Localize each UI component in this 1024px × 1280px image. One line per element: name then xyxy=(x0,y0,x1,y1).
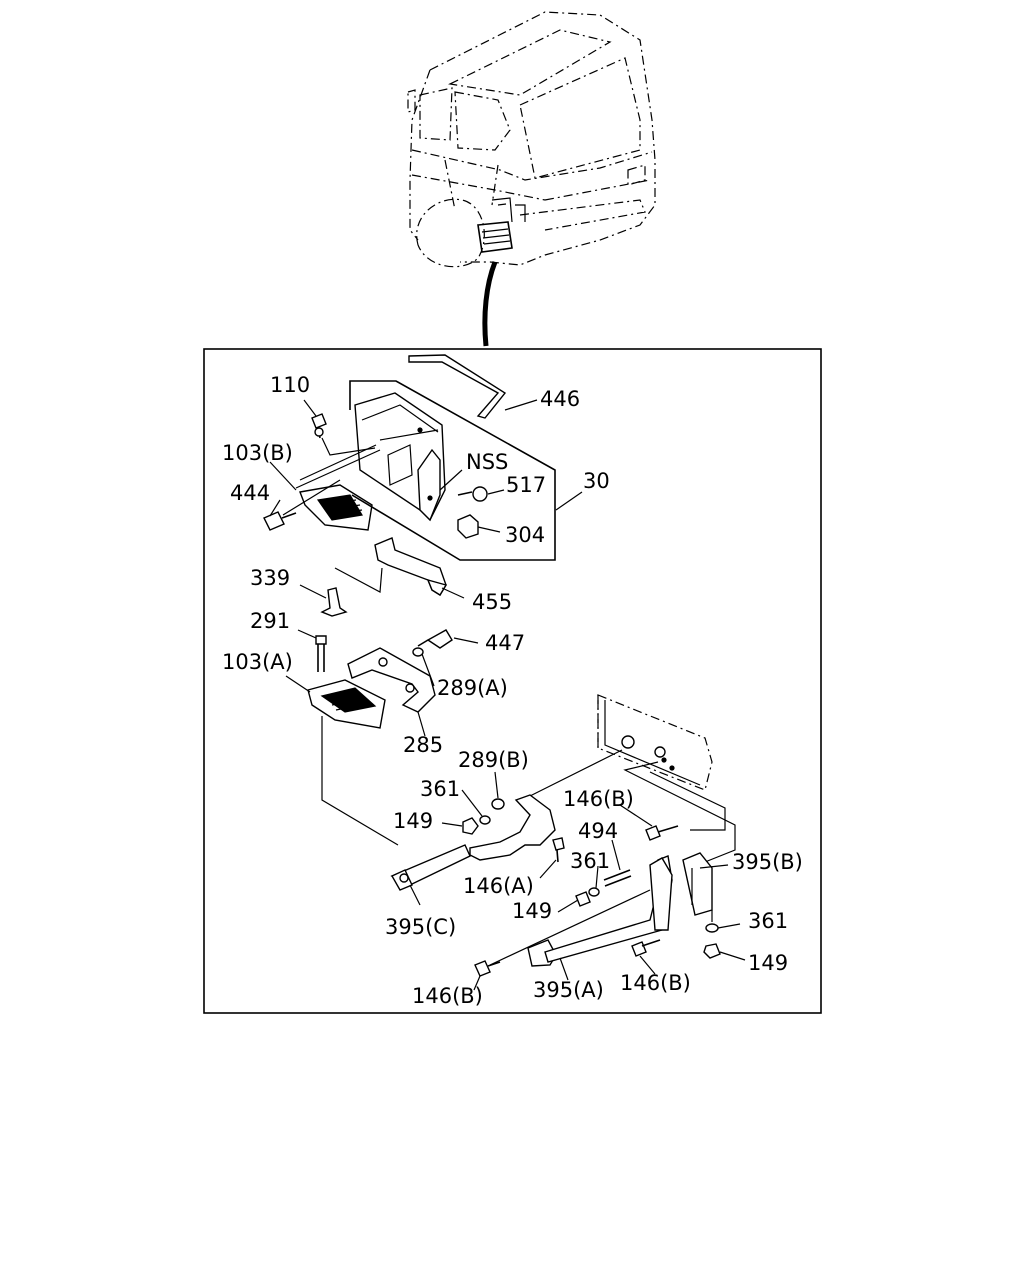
callout-110: 110 xyxy=(270,373,310,397)
diagram-frame xyxy=(203,348,822,1014)
callout-146b-right: 146(B) xyxy=(620,971,691,995)
leader-lines xyxy=(269,399,746,991)
callout-nss: NSS xyxy=(466,450,508,474)
callout-339: 339 xyxy=(250,566,290,590)
callout-517: 517 xyxy=(506,473,546,497)
front-bracket xyxy=(390,794,565,891)
callout-285: 285 xyxy=(403,733,443,757)
mid-bracket xyxy=(320,537,448,617)
callout-146b-upper: 146(B) xyxy=(563,787,634,811)
callout-304: 304 xyxy=(505,523,545,547)
callout-444: 444 xyxy=(230,481,270,505)
callout-361-rear: 361 xyxy=(748,909,788,933)
callout-149-rear: 149 xyxy=(748,951,788,975)
callout-146b-left: 146(B) xyxy=(412,984,483,1008)
callout-103b: 103(B) xyxy=(222,441,293,465)
assembly-30-outline xyxy=(349,380,556,561)
rear-bracket xyxy=(474,825,721,977)
callout-494: 494 xyxy=(578,819,618,843)
callout-149-mid: 149 xyxy=(512,899,552,923)
callout-289b: 289(B) xyxy=(458,748,529,772)
callout-149-front: 149 xyxy=(393,809,433,833)
callout-361-front: 361 xyxy=(420,777,460,801)
callout-447: 447 xyxy=(485,631,525,655)
connector-arrow xyxy=(482,261,498,347)
lower-step-assembly xyxy=(307,629,453,729)
callout-361-mid: 361 xyxy=(570,849,610,873)
callout-103a: 103(A) xyxy=(222,650,293,674)
callout-446: 446 xyxy=(540,387,580,411)
truck-cab-illustration xyxy=(407,11,656,268)
callout-289a: 289(A) xyxy=(437,676,508,700)
callout-455: 455 xyxy=(472,590,512,614)
frame-member xyxy=(597,694,713,791)
callout-146a: 146(A) xyxy=(463,874,534,898)
callout-labels: 446 110 103(B) NSS 517 30 444 304 339 45… xyxy=(222,373,803,1008)
callout-395c: 395(C) xyxy=(385,915,456,939)
callout-291: 291 xyxy=(250,609,290,633)
callout-395b: 395(B) xyxy=(732,850,803,874)
callout-30: 30 xyxy=(583,469,610,493)
callout-395a: 395(A) xyxy=(533,978,604,1002)
